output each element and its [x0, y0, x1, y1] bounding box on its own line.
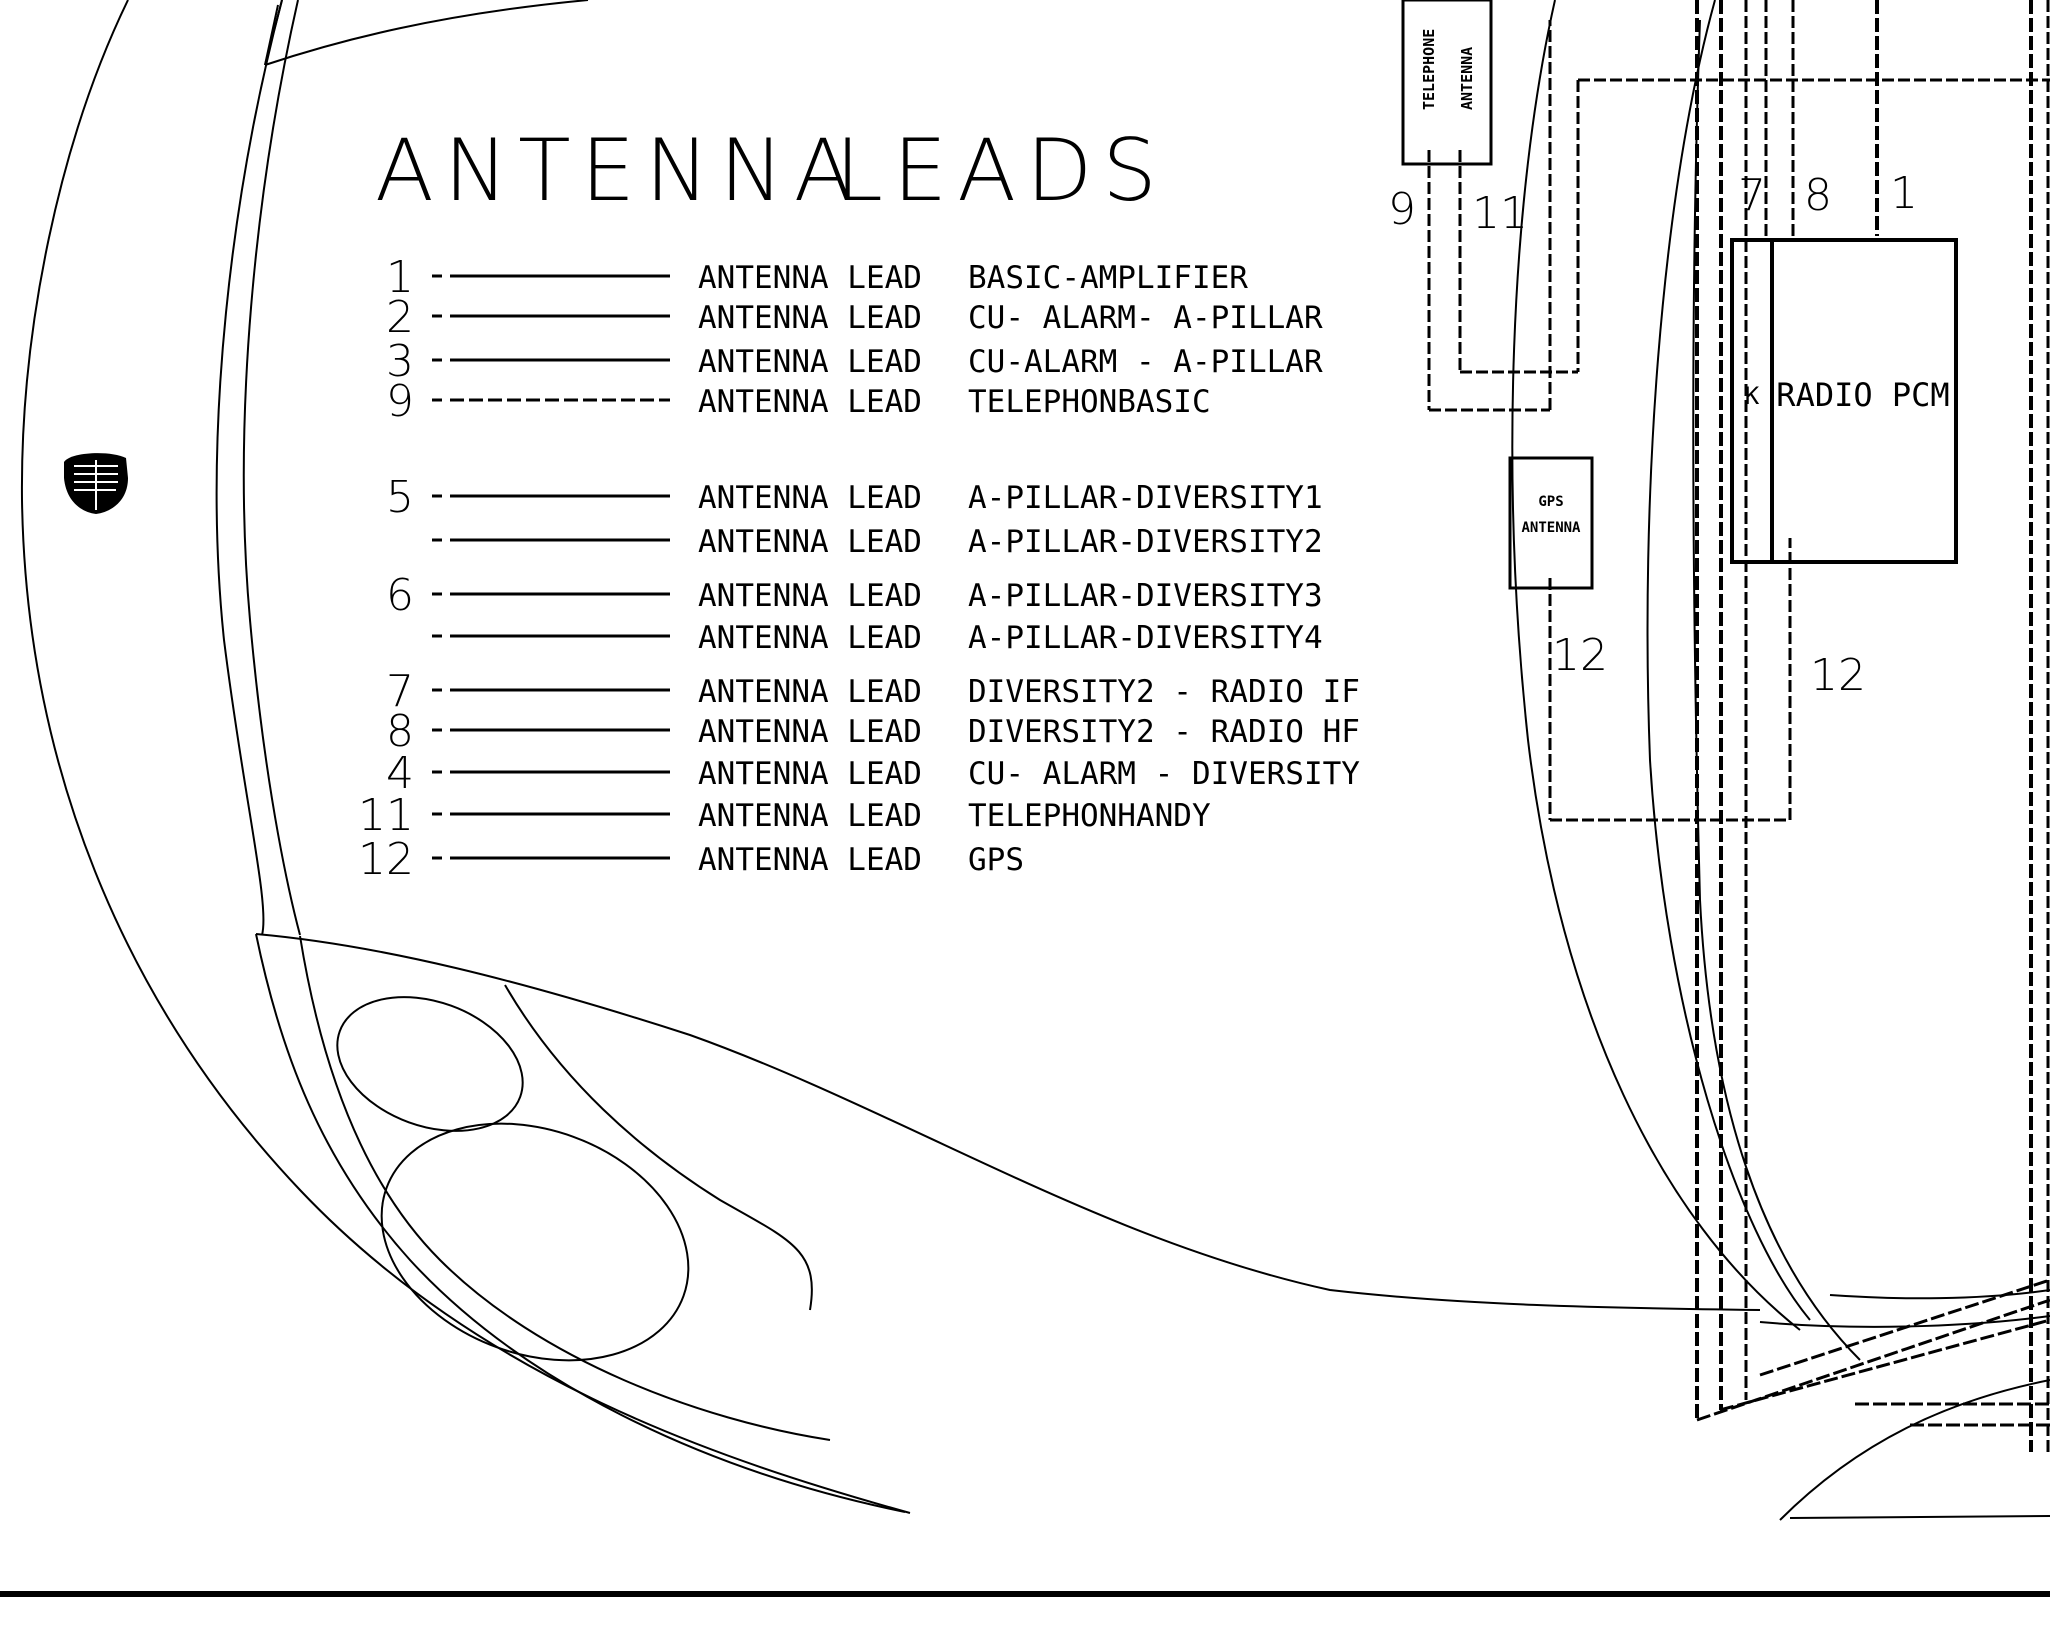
wiring-harness [1401, 0, 2050, 1521]
legend-description: CU- ALARM - DIVERSITY [968, 756, 1360, 792]
legend-description: TELEPHONBASIC [968, 384, 1211, 420]
legend-number: 7 [386, 666, 414, 717]
lead-number-11: 11 [1472, 188, 1528, 239]
legend-description: A-PILLAR-DIVERSITY1 [968, 480, 1323, 516]
harness-dashed-verticals [1695, 0, 2033, 1452]
a-pillar-outer [215, 0, 283, 936]
harness-dashed-lines-2 [1460, 0, 2050, 1452]
legend-description: TELEPHONHANDY [968, 798, 1211, 834]
small-headlight-ring [336, 996, 524, 1132]
gps-lead [1548, 538, 1792, 822]
wheel-arc-right [1779, 1379, 2050, 1521]
radio-pcm-box [1730, 238, 1958, 564]
floor-curve-right [1829, 1289, 2050, 1300]
legend-lead-label: ANTENNA LEAD [698, 756, 922, 792]
legend-row: 7 ANTENNA LEAD DIVERSITY2 - RADIO IF [386, 666, 1360, 717]
roof-edge-tip [264, 4, 279, 66]
legend-lead-label: ANTENNA LEAD [698, 620, 922, 656]
legend-lead-label: ANTENNA LEAD [698, 798, 922, 834]
legend-number: 8 [386, 706, 414, 757]
radio-pcm-label: RADIO PCM [1776, 376, 1949, 414]
legend-lead-label: ANTENNA LEAD [698, 674, 922, 710]
legend-number: 2 [386, 292, 414, 343]
legend-lead-label: ANTENNA LEAD [698, 578, 922, 614]
legend-number: 5 [386, 472, 414, 523]
lead-number-12-radio: 12 [1810, 650, 1866, 701]
legend-description: A-PILLAR-DIVERSITY3 [968, 578, 1323, 614]
legend-description: BASIC-AMPLIFIER [968, 260, 1248, 296]
legend-row: ANTENNA LEAD A-PILLAR-DIVERSITY4 [432, 620, 1323, 656]
radio-k-label: K [1745, 382, 1760, 410]
ground-line-right [1789, 1515, 2050, 1519]
telephone-box-label-2: ANTENNA [1458, 47, 1476, 110]
legend-row: 6 ANTENNA LEAD A-PILLAR-DIVERSITY3 [386, 570, 1323, 621]
title-leads: LEADS [835, 121, 1167, 221]
legend-description: CU-ALARM - A-PILLAR [968, 344, 1323, 380]
body-curve-right-1 [1646, 0, 1811, 1321]
legend-lead-label: ANTENNA LEAD [698, 344, 922, 380]
fender-line-1 [504, 984, 813, 1311]
headlight-housing-top [255, 933, 1761, 1311]
gps-box-label-2: ANTENNA [1521, 520, 1581, 536]
legend-number: 9 [386, 376, 414, 427]
headlight-housing-lower [255, 933, 906, 1513]
a-pillar-inner [242, 0, 301, 936]
lead-number-12-gps: 12 [1552, 630, 1608, 681]
body-outer-curve [20, 0, 911, 1514]
legend-description: DIVERSITY2 - RADIO HF [968, 714, 1360, 750]
legend-row: 5 ANTENNA LEAD A-PILLAR-DIVERSITY1 [386, 472, 1323, 523]
legend-description: A-PILLAR-DIVERSITY4 [968, 620, 1323, 656]
lead-number-8: 8 [1804, 170, 1832, 221]
legend-lead-label: ANTENNA LEAD [698, 842, 922, 878]
telephone-antenna-box [1401, 0, 1493, 166]
legend-row: 1 ANTENNA LEAD BASIC-AMPLIFIER [386, 252, 1248, 303]
porsche-crest-emblem [64, 453, 128, 514]
lead-number-7: 7 [1738, 170, 1766, 221]
body-curve-right-3 [1692, 19, 1861, 1361]
legend-row: 4 ANTENNA LEAD CU- ALARM - DIVERSITY [386, 748, 1360, 799]
legend-description: A-PILLAR-DIVERSITY2 [968, 524, 1323, 560]
legend-lead-label: ANTENNA LEAD [698, 480, 922, 516]
legend-row: ANTENNA LEAD A-PILLAR-DIVERSITY2 [432, 524, 1323, 560]
legend-row: 2 ANTENNA LEAD CU- ALARM- A-PILLAR [386, 292, 1323, 343]
roof-edge [264, 0, 589, 66]
legend-lead-label: ANTENNA LEAD [698, 260, 922, 296]
legend-number: 4 [386, 748, 414, 799]
legend-number: 12 [358, 834, 414, 885]
legend-description: CU- ALARM- A-PILLAR [968, 300, 1323, 336]
legend-number: 11 [358, 790, 414, 841]
legend-number: 1 [386, 252, 414, 303]
legend-row: 9 ANTENNA LEAD TELEPHONBASIC [386, 376, 1211, 427]
title-antenna: ANTENNA [375, 121, 863, 221]
car-body-outline [20, 0, 1761, 1514]
legend-lead-label: ANTENNA LEAD [698, 384, 922, 420]
body-curve-right-2 [1511, 0, 1801, 1331]
legend-lead-label: ANTENNA LEAD [698, 300, 922, 336]
legend-lead-label: ANTENNA LEAD [698, 714, 922, 750]
lead-number-9: 9 [1388, 184, 1416, 235]
legend-description: DIVERSITY2 - RADIO IF [968, 674, 1360, 710]
legend-number: 3 [386, 336, 414, 387]
legend-row: 3 ANTENNA LEAD CU-ALARM - A-PILLAR [386, 336, 1323, 387]
legend-row: 11 ANTENNA LEAD TELEPHONHANDY [358, 790, 1211, 841]
lead-number-1: 1 [1890, 168, 1918, 219]
legend-row: 12 ANTENNA LEAD GPS [358, 834, 1024, 885]
floor-curve-right-lower [1759, 1315, 2050, 1328]
legend-row: 8 ANTENNA LEAD DIVERSITY2 - RADIO HF [386, 706, 1360, 757]
fender-line-2 [299, 935, 831, 1441]
legend-number: 6 [386, 570, 414, 621]
large-headlight-ring [380, 1122, 690, 1362]
telephone-leads [1427, 20, 1552, 412]
legend-description: GPS [968, 842, 1024, 878]
telephone-box-label: TELEPHONE [1420, 29, 1438, 110]
wiring-lead-numbers: 9 11 7 8 1 12 12 [1388, 168, 1918, 701]
floor-dashed-diagonals [1696, 1278, 2050, 1427]
legend-lead-label: ANTENNA LEAD [698, 524, 922, 560]
headlights [336, 996, 690, 1362]
gps-box-label: GPS [1538, 494, 1563, 510]
